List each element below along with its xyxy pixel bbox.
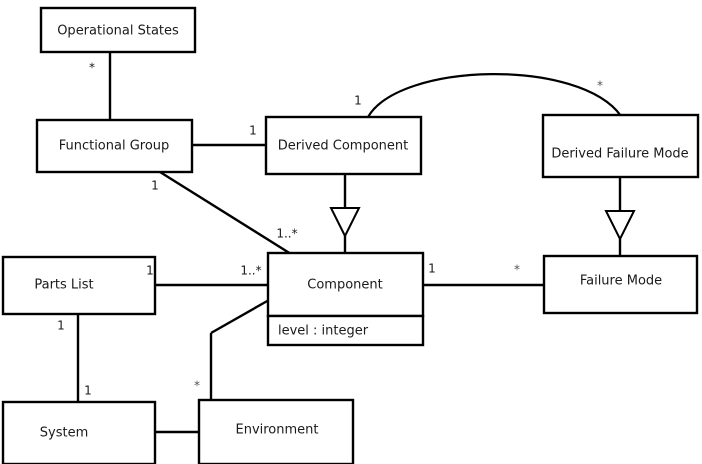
association-environment-component[interactable] — [209, 298, 270, 400]
generalization-triangle-icon — [329, 207, 361, 239]
class-name-label: Environment — [235, 423, 318, 438]
class-box-rect — [197, 398, 355, 464]
class-box-component[interactable]: Component level : integer — [266, 251, 425, 347]
multiplicity-parts-list-to-component-source: 1 — [146, 264, 154, 278]
class-box-functional-group[interactable]: Functional Group — [35, 118, 194, 174]
class-box-failure-mode[interactable]: Failure Mode — [542, 254, 699, 315]
multiplicity-functional-group-to-component-source: 1 — [151, 179, 159, 193]
class-box-rect — [1, 255, 157, 316]
multiplicity-operational-states-to-functional-group: * — [89, 61, 95, 75]
class-name-label: Failure Mode — [580, 274, 662, 289]
multiplicity-component-to-failure-mode-source: 1 — [428, 262, 436, 276]
class-box-system[interactable]: System — [1, 400, 157, 464]
class-box-parts-list[interactable]: Parts List — [1, 255, 157, 316]
class-attribute-label: level : integer — [278, 324, 369, 339]
generalization-derived-failure-mode-failure-mode[interactable] — [604, 177, 636, 256]
class-name-label: Component — [307, 278, 382, 293]
class-name-label: Derived Component — [278, 139, 409, 154]
association-derived-component-derived-failure-mode[interactable] — [367, 73, 622, 118]
class-box-operational-states[interactable]: Operational States — [39, 6, 197, 54]
class-attribute-compartment — [266, 314, 425, 347]
class-name-label: Functional Group — [59, 139, 170, 154]
multiplicity-functional-group-to-component-target: 1..* — [276, 227, 297, 241]
association-curve — [367, 73, 622, 118]
multiplicity-parts-list-to-component-target: 1..* — [240, 264, 261, 278]
association-line-diagonal — [210, 298, 270, 335]
multiplicity-parts-list-to-system-source: 1 — [57, 319, 65, 333]
class-box-rect — [39, 6, 197, 54]
multiplicity-derived-component-curve-source: 1 — [354, 94, 362, 108]
generalization-derived-component-component[interactable] — [329, 174, 361, 253]
association-line — [159, 170, 292, 256]
class-box-rect — [35, 118, 194, 174]
class-box-rect — [542, 254, 699, 315]
class-box-rect — [541, 113, 700, 179]
class-name-label: Operational States — [57, 24, 179, 39]
class-box-rect — [264, 115, 423, 176]
multiplicity-parts-list-to-system-target: 1 — [84, 384, 92, 398]
class-box-rect — [266, 251, 425, 318]
multiplicity-functional-group-to-derived-component: 1 — [249, 124, 257, 138]
class-name-label: Parts List — [34, 278, 93, 293]
generalization-triangle-icon — [604, 210, 636, 242]
class-name-label: System — [40, 426, 88, 441]
class-box-rect — [1, 400, 157, 464]
class-name-label: Derived Failure Mode — [551, 147, 688, 162]
class-box-environment[interactable]: Environment — [197, 398, 355, 464]
association-functional-group-component[interactable] — [159, 170, 292, 256]
multiplicity-environment-to-component: * — [194, 379, 200, 393]
multiplicity-component-to-failure-mode-target: * — [514, 263, 520, 277]
multiplicity-derived-failure-mode-curve-target: * — [597, 79, 603, 93]
class-box-derived-failure-mode[interactable]: Derived Failure Mode — [541, 113, 700, 179]
class-box-derived-component[interactable]: Derived Component — [264, 115, 423, 176]
